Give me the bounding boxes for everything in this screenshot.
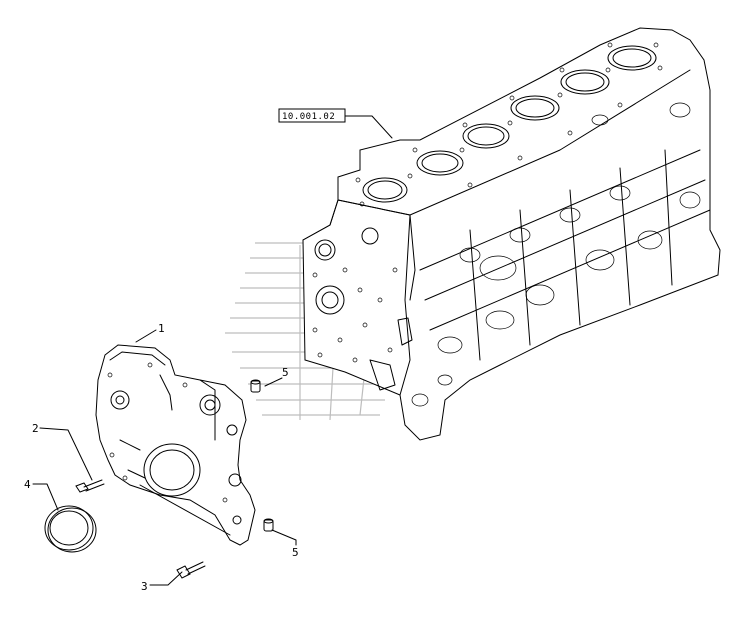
callout-1: 1 <box>158 322 165 335</box>
dowel-upper <box>250 379 261 393</box>
callout-5-upper: 5 <box>282 366 289 379</box>
leader-lines <box>32 329 297 586</box>
callout-5-lower: 5 <box>292 546 299 559</box>
bolt-item-3 <box>176 561 206 579</box>
timing-cover <box>95 344 256 546</box>
dowel-lower <box>263 518 274 532</box>
reference-box: 10.001.02 <box>278 108 393 139</box>
bolt-item-2 <box>75 479 105 493</box>
callout-2: 2 <box>32 422 39 435</box>
reference-box-label: 10.001.02 <box>282 112 335 122</box>
callout-4: 4 <box>24 478 31 491</box>
seal-item-4 <box>44 505 97 553</box>
callout-3: 3 <box>141 580 148 593</box>
engine-block <box>302 27 721 441</box>
